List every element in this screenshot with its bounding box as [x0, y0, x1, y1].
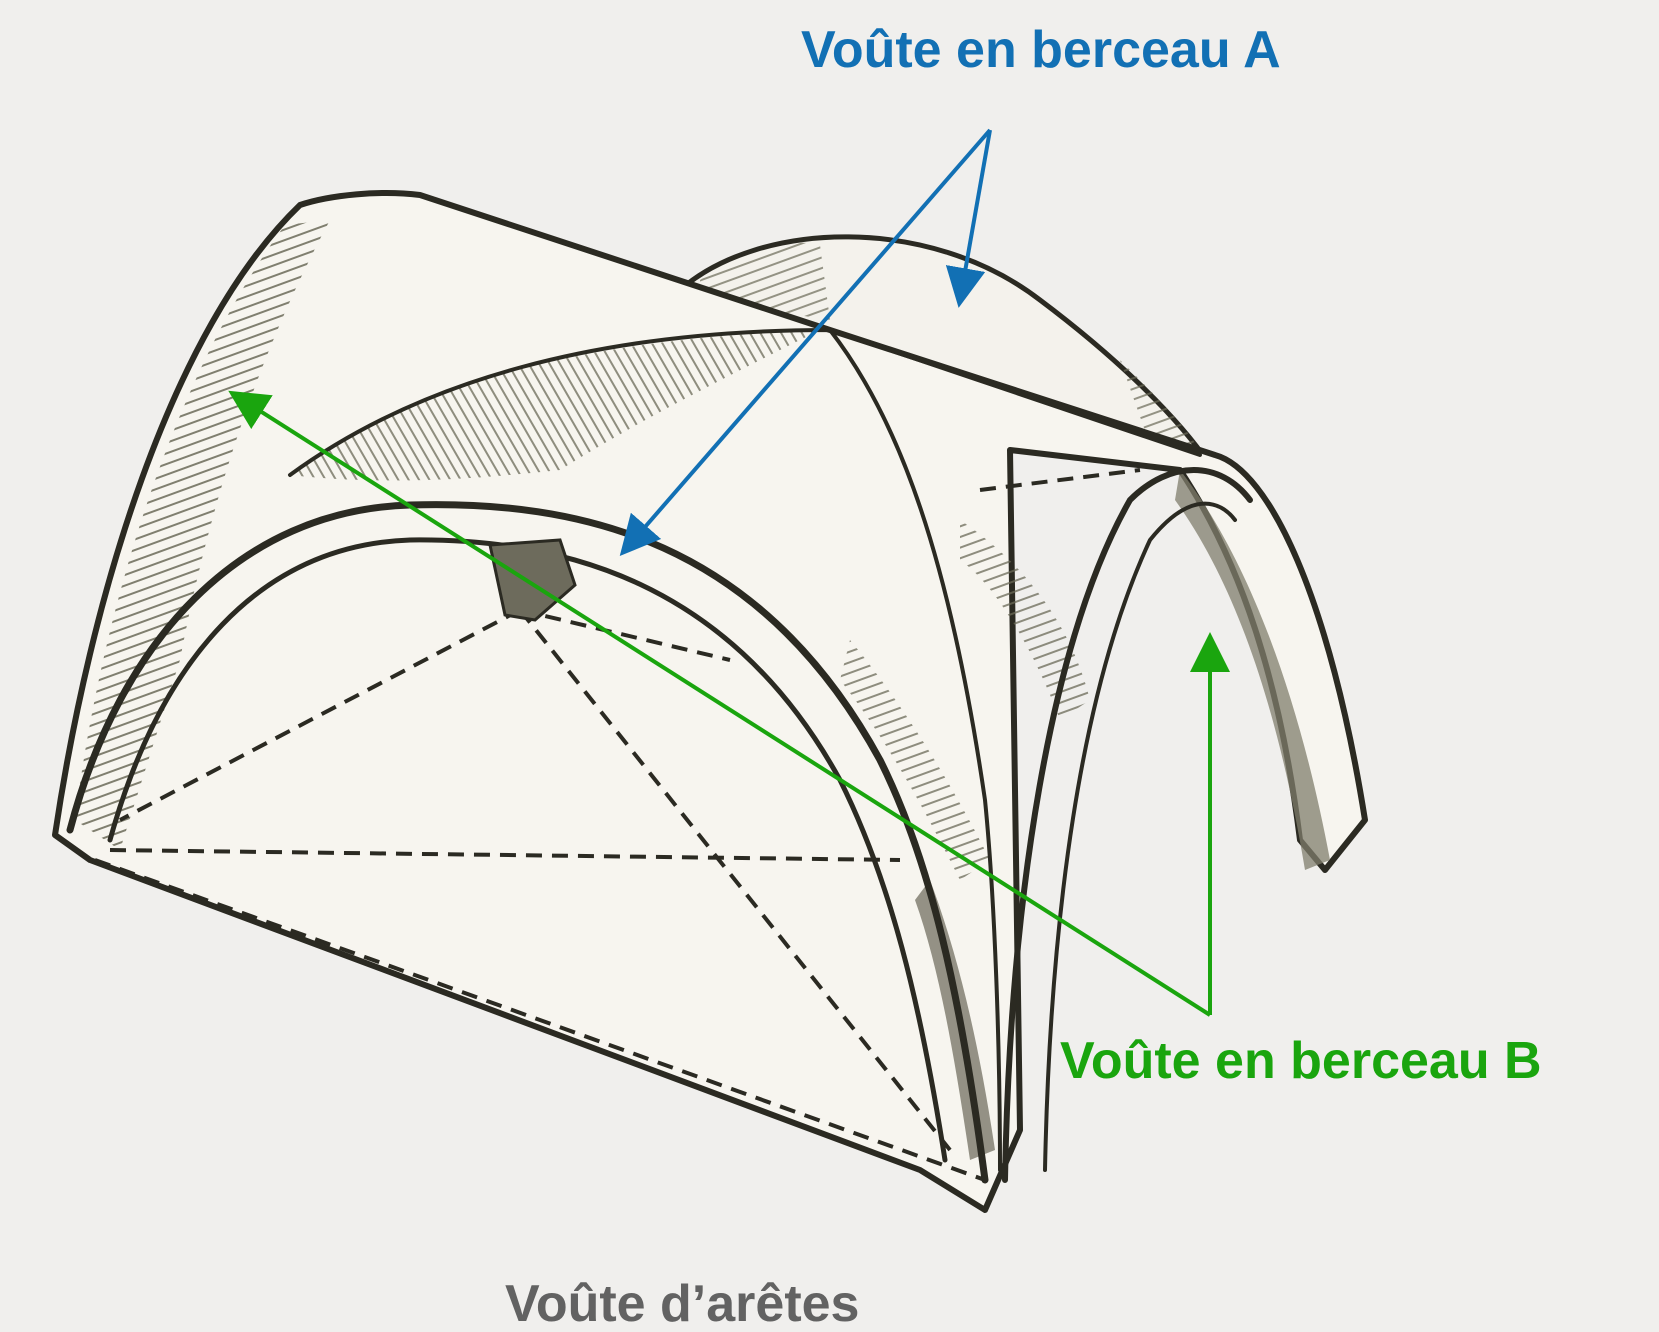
arrow-a-back: [945, 129, 992, 308]
arrow-a-front: [619, 128, 992, 557]
annotation-arrows-a: [619, 128, 992, 557]
annotation-arrows-b: [228, 390, 1230, 1017]
floor-construction-lines: [94, 468, 1141, 1182]
vault-web-panels: [290, 330, 1330, 1160]
label-groin-vault: Voûte d’arêtes: [505, 1275, 860, 1332]
label-vault-a: Voûte en berceau A: [801, 21, 1281, 79]
arrow-b-left: [228, 390, 1212, 1017]
label-vault-b: Voûte en berceau B: [1060, 1032, 1542, 1090]
